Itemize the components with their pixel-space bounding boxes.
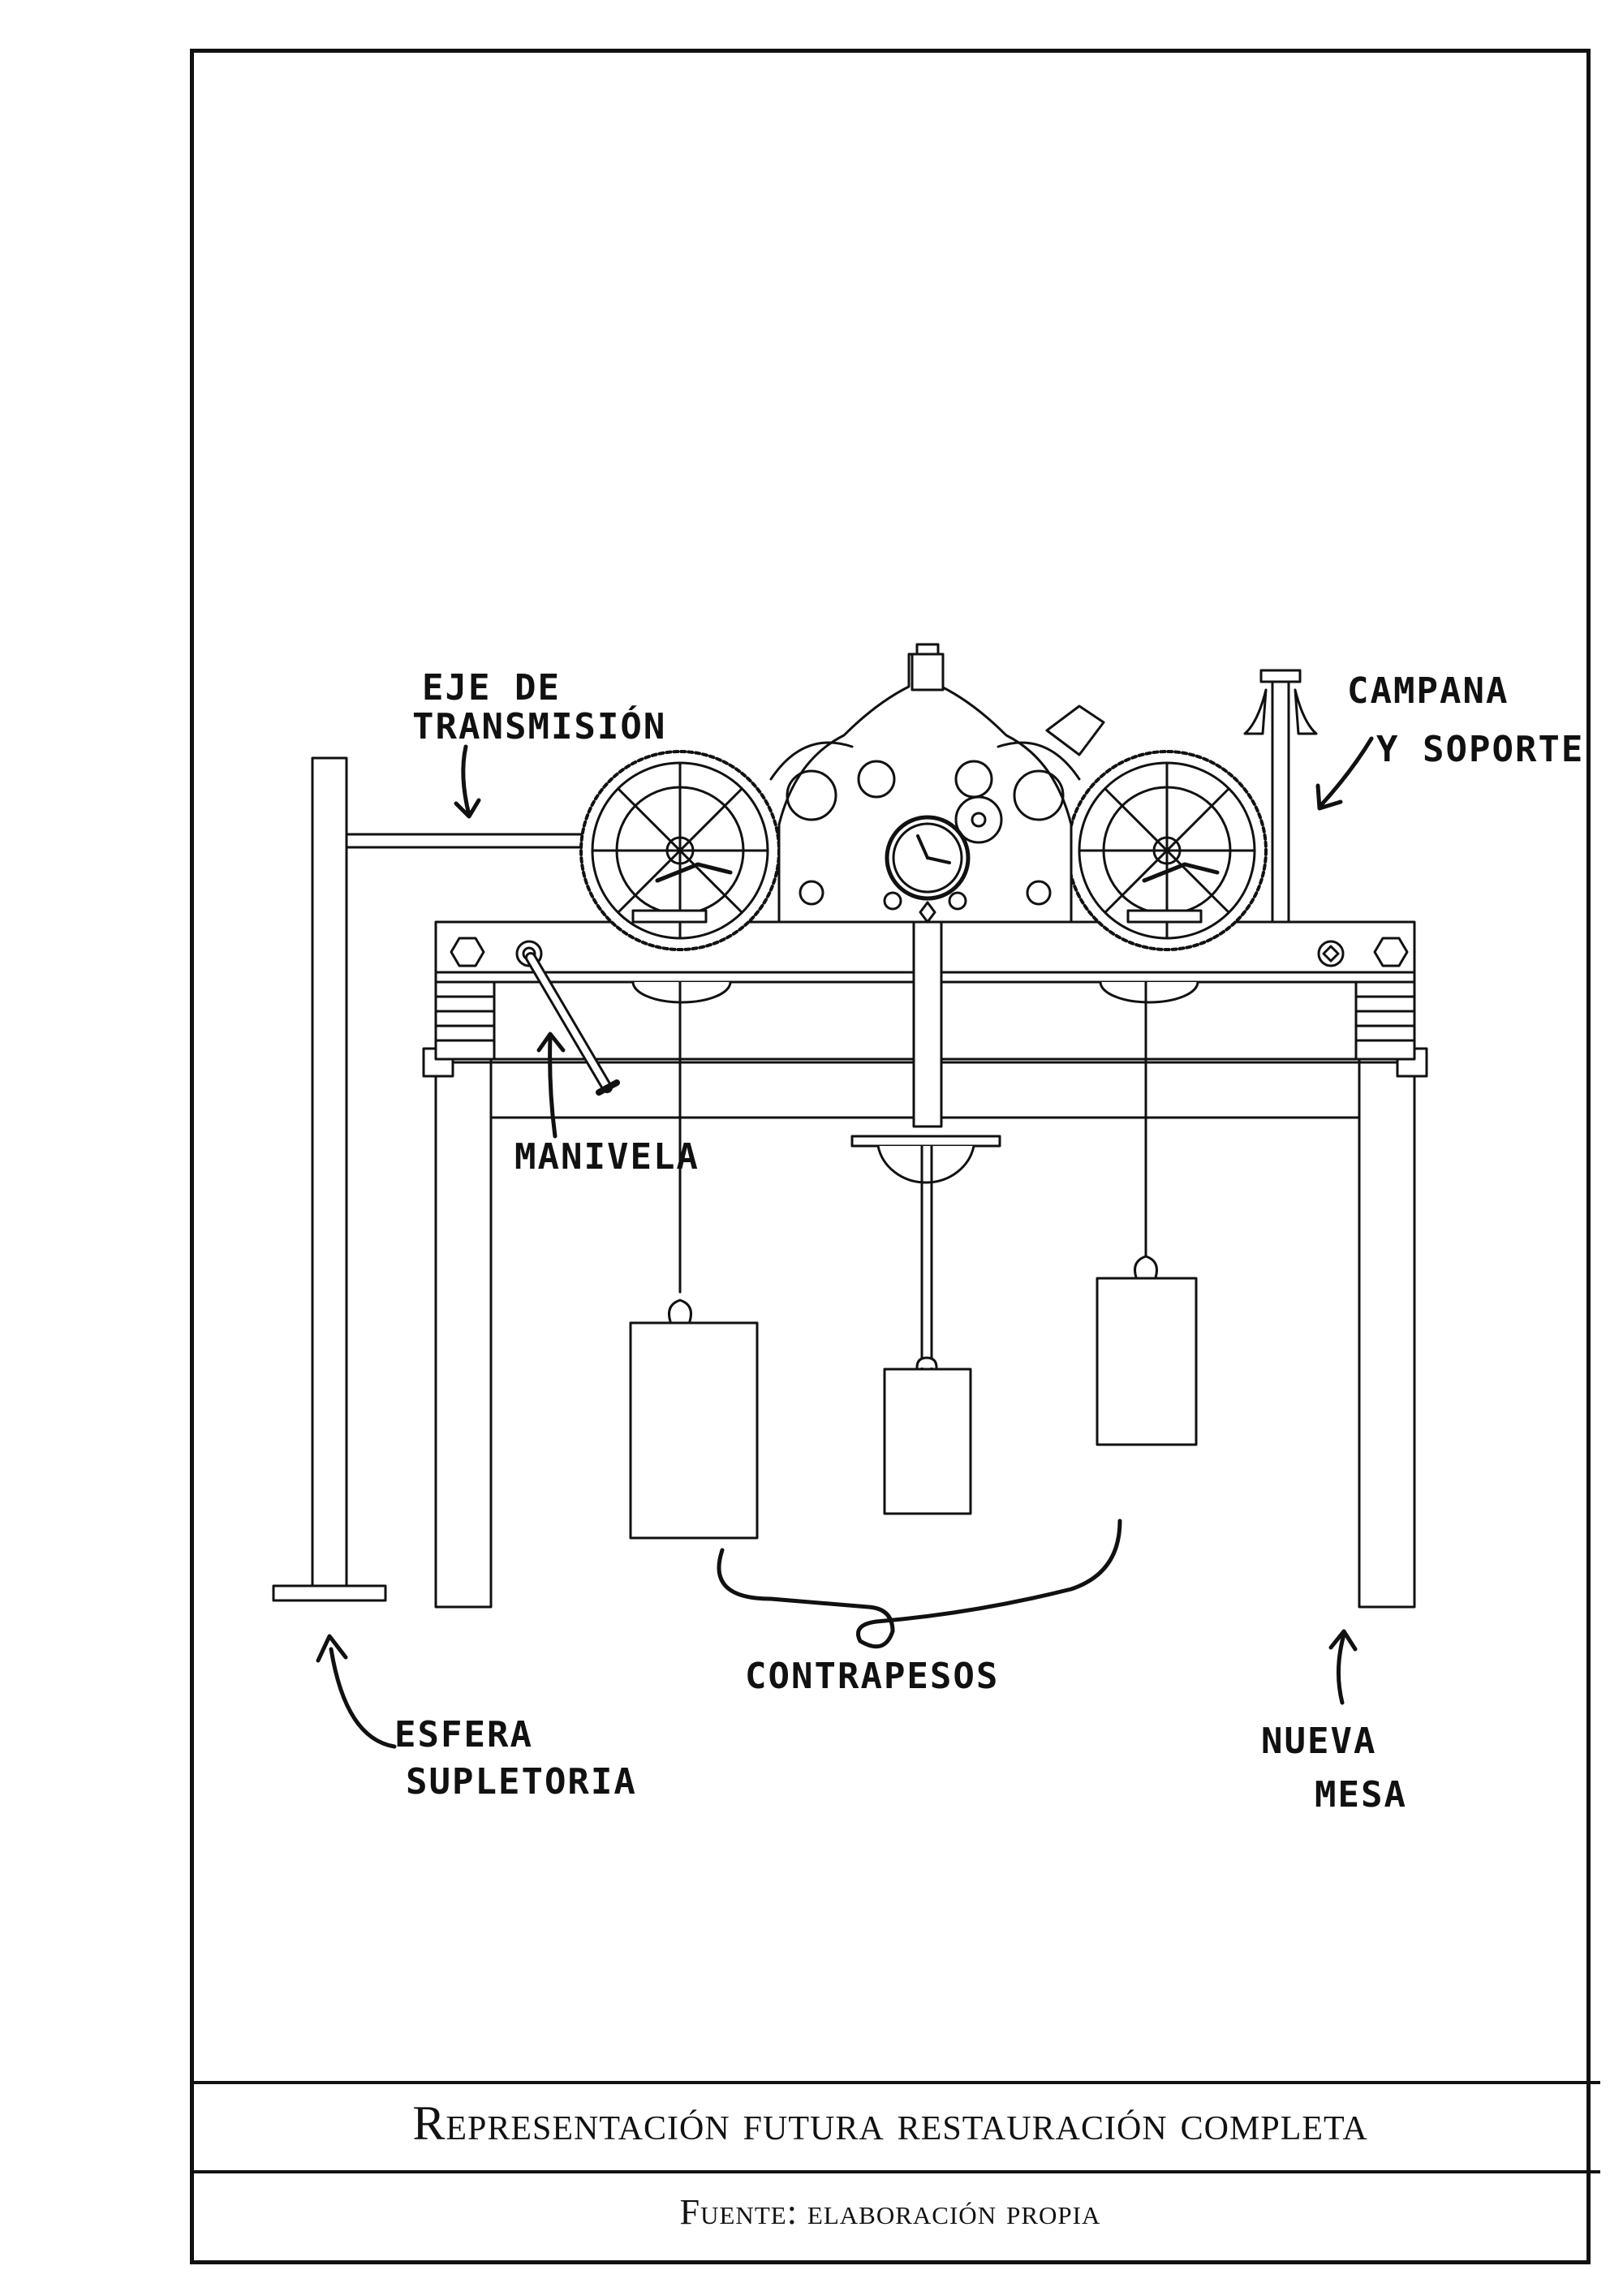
label-mesa-line1: NUEVA xyxy=(1261,1721,1376,1762)
weight-cords xyxy=(678,980,1147,1294)
figure-caption-source: Fuente: elaboración propia xyxy=(679,2192,1101,2232)
annotation-labels: EJE DE TRANSMISIÓN CAMPANA Y SOPORTE MAN… xyxy=(394,667,1584,1816)
crank-handle xyxy=(525,952,620,1096)
annotation-arrows xyxy=(316,736,1374,1749)
bell-support xyxy=(1243,669,1318,925)
counterweights xyxy=(629,1255,1198,1540)
figure-frame xyxy=(190,49,1591,2264)
label-campana-line1: CAMPANA xyxy=(1347,670,1509,712)
label-campana-line2: Y SOPORTE xyxy=(1376,729,1584,770)
auxiliary-dial-post xyxy=(272,756,586,1602)
table-legs xyxy=(434,1053,1416,1609)
label-esfera-line2: SUPLETORIA xyxy=(406,1761,637,1803)
caption-middle-rule xyxy=(190,2170,1600,2173)
pendulum xyxy=(850,920,1001,1369)
label-mesa-line2: MESA xyxy=(1315,1774,1407,1816)
label-esfera-line1: ESFERA xyxy=(394,1714,533,1755)
pulleys xyxy=(631,980,1199,1004)
clockwork-movement xyxy=(579,643,1268,951)
label-manivela: MANIVELA xyxy=(514,1136,700,1178)
label-eje-line2: TRANSMISIÓN xyxy=(412,704,666,747)
label-eje-line1: EJE DE xyxy=(422,667,561,709)
label-contrapesos: CONTRAPESOS xyxy=(745,1656,999,1697)
figure-caption-title: Representación futura restauración compl… xyxy=(412,2096,1368,2150)
caption-top-rule xyxy=(190,2081,1600,2084)
